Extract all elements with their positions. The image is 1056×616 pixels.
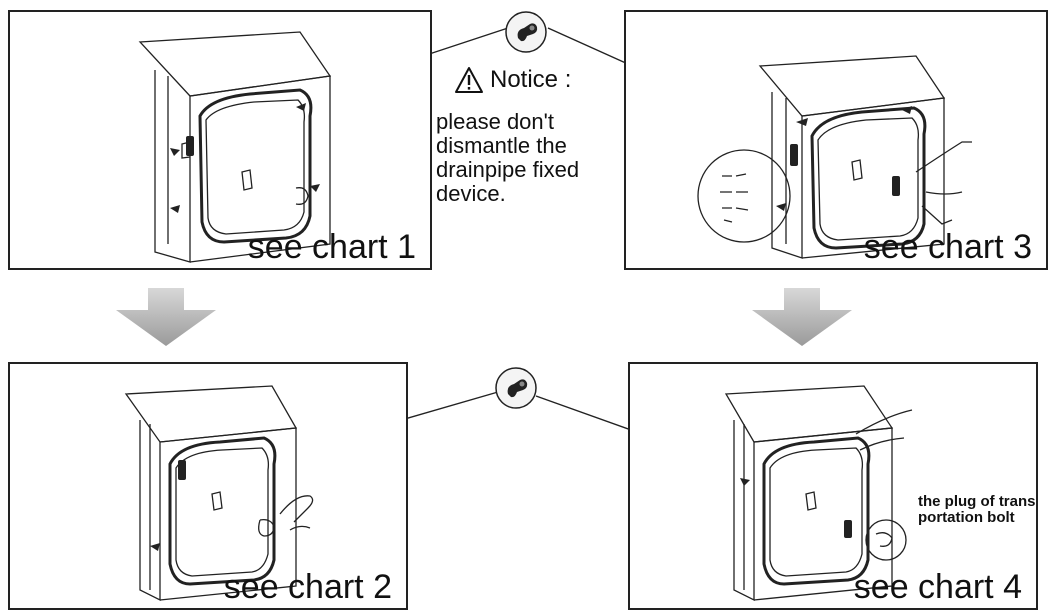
panel-chart-2: see chart 2 [8,362,408,610]
warning-triangle-icon [455,67,483,93]
panel-chart-3: see chart 3 [624,10,1048,270]
chart-2-caption: see chart 2 [223,568,392,606]
notice-title: Notice : [454,66,571,94]
chart-1-caption: see chart 1 [247,228,416,266]
panel-chart-4: the plug of trans portation bolt see cha… [628,362,1038,610]
notice-title-text: Notice : [490,66,572,93]
chart-4-caption: see chart 4 [853,568,1022,606]
chart-3-caption: see chart 3 [863,228,1032,266]
transportation-bolt-plug-label: the plug of trans portation bolt [918,493,1036,526]
down-arrow-icon [116,288,216,346]
notice-body: please don't dismantle the drainpipe fix… [436,109,580,206]
drainpipe-fixing-device-icon [505,11,547,53]
drainpipe-fixing-device-icon [495,367,537,409]
washing-machine-illustration [124,385,314,602]
washing-machine-illustration [724,385,913,602]
washing-machine-illustration [697,55,972,259]
washing-machine-illustration [138,31,332,263]
panel-chart-1: see chart 1 [8,10,432,270]
down-arrow-icon [752,288,852,346]
